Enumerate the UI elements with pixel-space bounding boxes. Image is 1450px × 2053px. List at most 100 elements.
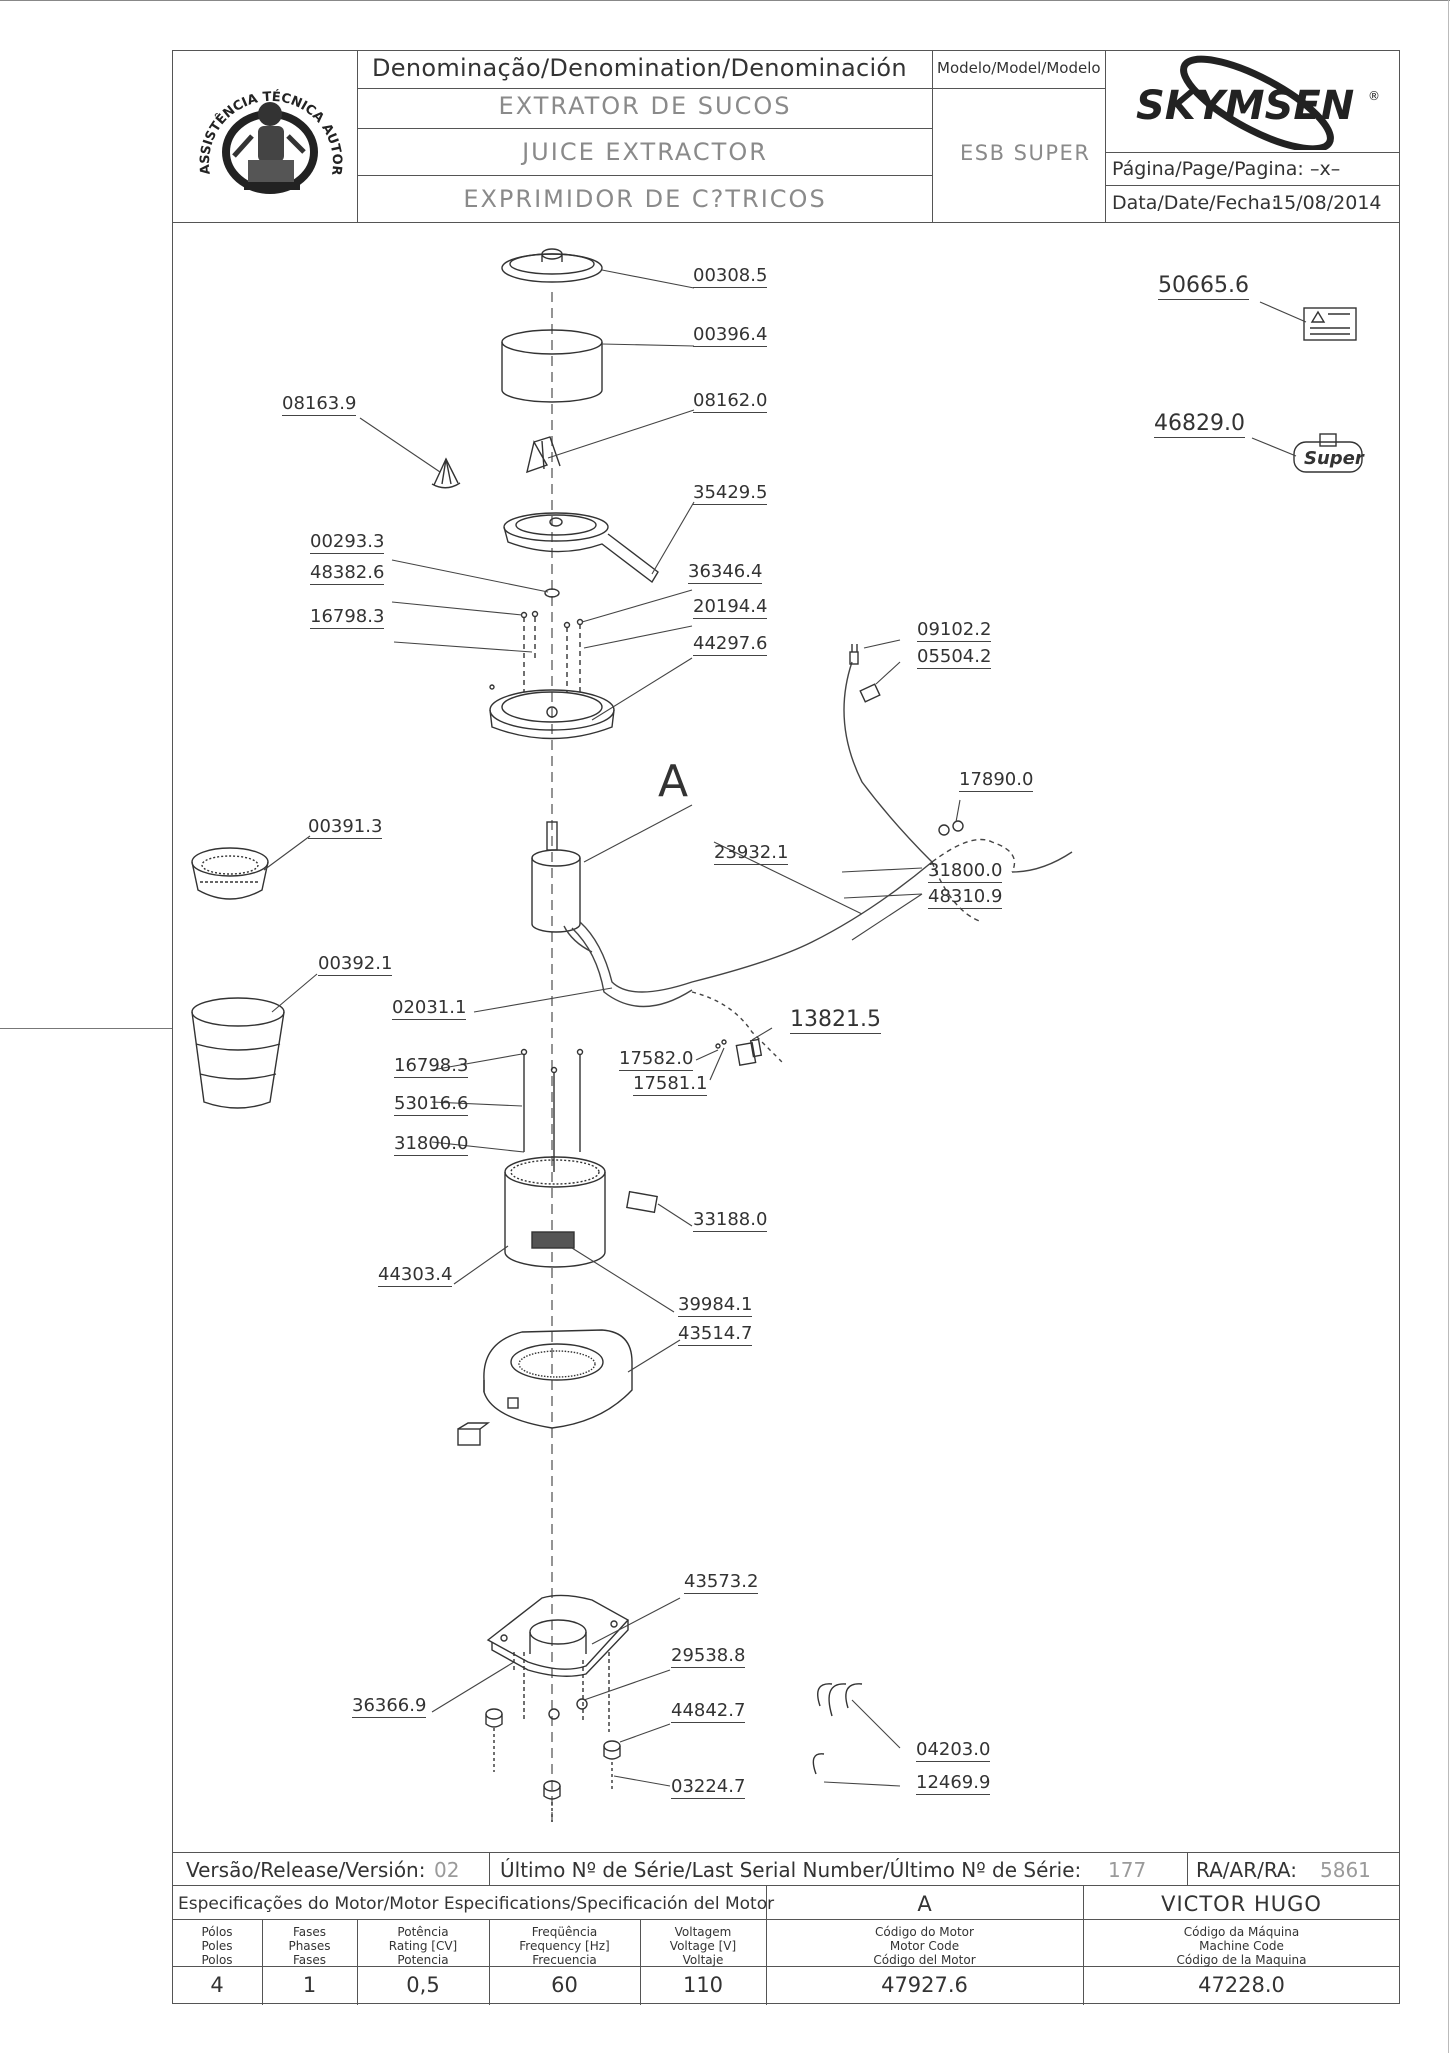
part-label: 17890.0 <box>959 769 1034 792</box>
denomination-label: Denominação/Denomination/Denominación <box>372 54 907 82</box>
part-label: 17582.0 <box>619 1048 694 1071</box>
part-label: 00308.5 <box>693 265 768 288</box>
bottom-plate-part <box>486 1594 630 1677</box>
val-frequency: 60 <box>551 1973 578 1997</box>
part-label: 05504.2 <box>917 646 992 669</box>
part-label: 36366.9 <box>352 1695 427 1718</box>
val-power: 0,5 <box>406 1973 440 1997</box>
part-label: 08163.9 <box>282 393 357 416</box>
part-label: 29538.8 <box>671 1645 746 1668</box>
val-motor-code: 47927.6 <box>881 1973 968 1997</box>
part-label: 48382.6 <box>310 562 385 585</box>
part-label: 00391.3 <box>308 816 383 839</box>
col-power-header: Potência Rating [CV] Potencia <box>388 1925 458 1967</box>
divider <box>1105 185 1400 186</box>
divider <box>766 1886 767 1920</box>
sheet-edge <box>0 0 1450 1</box>
part-label: 16798.3 <box>310 606 385 629</box>
part-label: 36346.4 <box>688 561 763 584</box>
footer-block: Versão/Release/Versión: 02 Último Nº de … <box>172 1852 1400 2005</box>
part-label: 44297.6 <box>693 633 768 656</box>
part-label: 04203.0 <box>916 1739 991 1762</box>
clip-part <box>812 1753 825 1775</box>
detail-a-label: A <box>658 756 689 807</box>
divider <box>932 50 933 222</box>
switch-part <box>715 1038 763 1067</box>
part-label: 17581.1 <box>633 1073 708 1096</box>
long-screws <box>520 1048 584 1172</box>
author-name: VICTOR HUGO <box>1161 1892 1322 1916</box>
authorized-seal-logo: ASSISTÊNCIA TÉCNICA AUTORIZADA <box>182 56 344 194</box>
feet-and-screws <box>485 1652 621 1822</box>
part-label: 00293.3 <box>310 531 385 554</box>
basket-part <box>501 329 603 403</box>
super-badge-part: Super <box>1293 433 1365 473</box>
motor-part <box>531 821 581 933</box>
divider <box>357 1920 358 2005</box>
svg-text:®: ® <box>1368 89 1380 103</box>
divider <box>1187 1853 1188 1886</box>
part-label: 08162.0 <box>693 390 768 413</box>
divider <box>766 1920 767 2005</box>
part-label: 02031.1 <box>392 997 467 1020</box>
val-phases: 1 <box>302 1973 317 1997</box>
footer-row <box>172 1886 1400 1920</box>
product-name-pt: EXTRATOR DE SUCOS <box>498 92 792 120</box>
cone-large <box>526 436 561 474</box>
part-label: 31800.0 <box>928 860 1003 883</box>
label-part <box>626 1190 658 1214</box>
drawing-frame <box>172 50 1400 2004</box>
switch-cover-part <box>457 1422 491 1446</box>
col-poles-header: Pólos Poles Polos <box>201 1925 233 1967</box>
date-value: 15/08/2014 <box>1272 192 1382 214</box>
leader-lines <box>263 269 1307 1787</box>
divider <box>357 128 932 129</box>
version-label: Versão/Release/Versión: <box>186 1858 426 1882</box>
part-label: 09102.2 <box>917 619 992 642</box>
part-label: 50665.6 <box>1158 273 1249 300</box>
date-label: Data/Date/Fecha: <box>1112 192 1278 214</box>
washer-part <box>544 588 560 598</box>
part-label: 31800.0 <box>394 1133 469 1156</box>
screws-top <box>489 610 584 692</box>
footer-row <box>172 1920 1083 1967</box>
col-frequency-header: Freqüência Frequency [Hz] Frecuencia <box>519 1925 610 1967</box>
lid-part <box>501 248 603 283</box>
serial-label: Último Nº de Série/Last Serial Number/Úl… <box>500 1858 1082 1882</box>
col-voltage-header: Voltagem Voltage [V] Voltaje <box>669 1925 737 1967</box>
footer-row <box>1083 1920 1400 1967</box>
version-value: 02 <box>434 1858 460 1882</box>
divider <box>357 88 932 89</box>
part-label: 03224.7 <box>671 1776 746 1799</box>
col-motor-code-header: Código do Motor Motor Code Código del Mo… <box>873 1925 976 1967</box>
divider <box>262 1920 263 2005</box>
cone-small <box>431 457 461 489</box>
part-label: 13821.5 <box>790 1007 881 1034</box>
title-block: ASSISTÊNCIA TÉCNICA AUTORIZADA Denominaç… <box>172 50 1400 223</box>
divider <box>640 1920 641 2005</box>
divider <box>489 1920 490 2005</box>
ra-value: 5861 <box>1320 1858 1371 1882</box>
product-name-es: EXPRIMIDOR DE C?TRICOS <box>463 185 827 213</box>
val-poles: 4 <box>210 1973 224 1997</box>
part-label: 43573.2 <box>684 1571 759 1594</box>
cup-part <box>191 997 285 1109</box>
strainer-part <box>191 847 269 900</box>
part-label: 23932.1 <box>714 842 789 865</box>
part-label: 20194.4 <box>693 596 768 619</box>
part-label: 35429.5 <box>693 482 768 505</box>
skymsen-logo: SKYMSEN ® <box>1136 55 1380 150</box>
motor-housing-part <box>504 1156 606 1268</box>
part-label: 44303.4 <box>378 1264 453 1287</box>
page-value: –x– <box>1310 158 1341 180</box>
capacitor-part <box>938 820 964 836</box>
footer-row <box>172 1853 1400 1886</box>
base-part <box>483 1329 633 1429</box>
motor-variant: A <box>917 1892 932 1916</box>
cut-line <box>0 1028 172 1029</box>
exploded-view-drawing: Super <box>191 248 1365 1822</box>
divider <box>932 88 1105 89</box>
val-machine-code: 47228.0 <box>1198 1973 1285 1997</box>
warning-label-part <box>1303 307 1357 341</box>
col-machine-code-header: Código da Máquina Machine Code Código de… <box>1176 1925 1307 1967</box>
